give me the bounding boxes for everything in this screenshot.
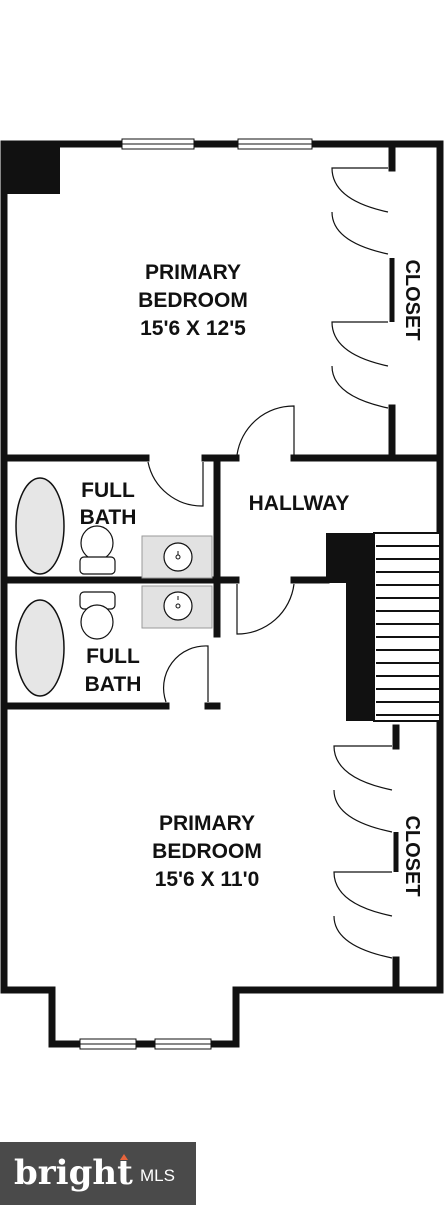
hallway-door (236, 583, 295, 635)
top-windows (121, 138, 313, 150)
upper-closet-doors[interactable] (331, 167, 389, 409)
logo-accent-icon (120, 1154, 128, 1160)
lower-bath-label-line2: BATH (85, 673, 142, 696)
bottom-windows (79, 1038, 212, 1050)
upper-bedroom-label-line2: BEDROOM (138, 289, 248, 312)
interior-walls (0, 146, 444, 990)
lower-bath-door (162, 645, 209, 703)
lower-vanity (141, 585, 213, 629)
door-swings[interactable] (147, 405, 295, 703)
upper-bath-door (147, 461, 204, 507)
upper-bathtub (15, 477, 65, 575)
upper-toilet (79, 525, 116, 575)
logo-suffix: MLS (140, 1166, 175, 1185)
structural-column (4, 144, 60, 194)
lower-bath-label-line1: FULL (86, 645, 140, 668)
hallway-label: HALLWAY (249, 492, 350, 515)
upper-bath-label-line2: BATH (80, 506, 137, 529)
upper-vanity (141, 535, 213, 579)
lower-bedroom-label-line2: BEDROOM (152, 840, 262, 863)
upper-bath-label-line1: FULL (81, 479, 135, 502)
upper-bedroom-door (236, 405, 295, 456)
logo-brand: bright (14, 1153, 133, 1193)
upper-bedroom-label-line1: PRIMARY (145, 261, 241, 284)
lower-closet-doors[interactable] (333, 745, 393, 959)
upper-bedroom-dimensions: 15'6 X 12'5 (140, 317, 246, 340)
exterior-walls (0, 140, 444, 1048)
lower-bedroom-dimensions: 15'6 X 11'0 (155, 868, 260, 891)
upper-closet-label: CLOSET (401, 259, 423, 340)
lower-toilet (79, 591, 116, 640)
bright-mls-watermark: bright MLS (0, 1142, 196, 1205)
staircase (326, 532, 441, 722)
lower-bathtub (15, 599, 65, 697)
lower-closet-label: CLOSET (401, 815, 423, 896)
lower-bedroom-label-line1: PRIMARY (159, 812, 255, 835)
